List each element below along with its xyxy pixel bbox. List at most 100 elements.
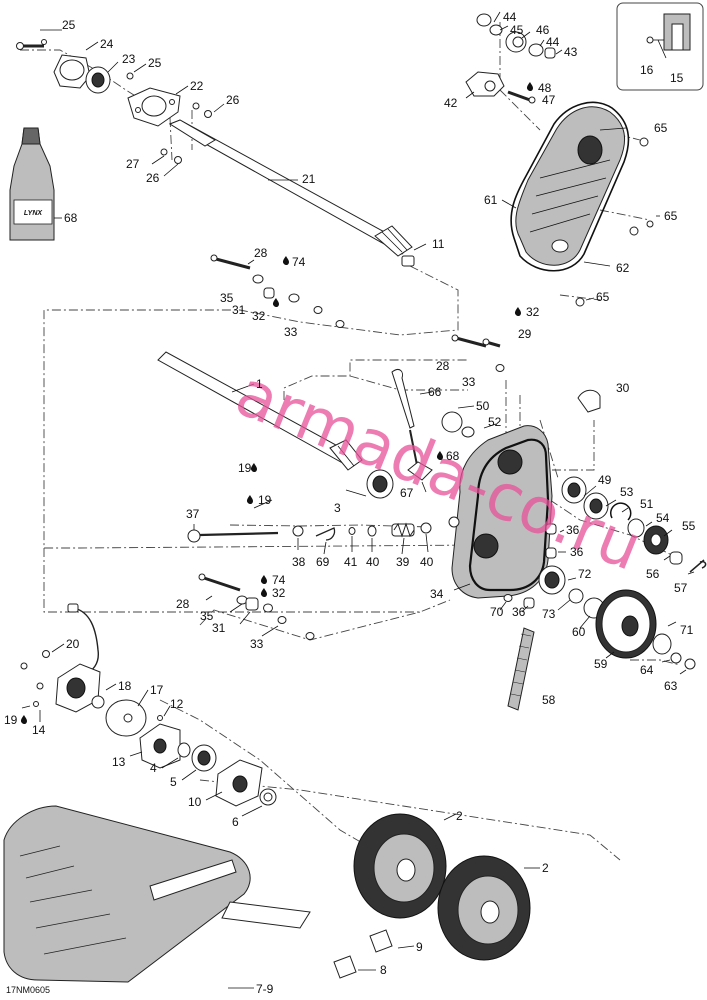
chain-58 [507,627,535,711]
plug-50 [441,411,475,438]
callout-2: 2 [542,861,549,875]
drop-icons [20,82,533,725]
inset-screw-16 [646,36,664,44]
callout-35: 35 [220,291,234,305]
callout-12: 12 [170,697,184,711]
shaft-1 [157,351,363,471]
drop-icon [250,463,257,473]
callout-19: 19 [238,461,252,475]
plug-11 [401,255,415,267]
assembly-line-d [349,375,468,391]
washer-64 [670,652,682,664]
drop-icon [282,256,289,266]
callout-37: 37 [186,507,200,521]
chaincase-52 [448,425,553,599]
seal-18 [91,695,105,709]
callout-labels: 25 24 23 25 22 26 27 26 21 68 11 28 74 3… [4,10,696,996]
callout-65: 65 [654,121,668,135]
callout-60: 60 [572,625,586,639]
callout-23: 23 [122,52,136,66]
assembly-line-g [199,609,421,641]
assembly-line-n [549,499,673,556]
callout-67: 67 [400,486,414,500]
bearing-3 [366,469,394,499]
assembly-line-a [43,265,481,549]
nut-31a [263,287,275,299]
callout-40: 40 [420,555,434,569]
pin-69 [315,527,336,541]
sprocket-55 [643,525,669,555]
callout-7-9: 7-9 [256,982,274,996]
spacer-54 [627,518,645,538]
nut-26a [192,102,212,118]
callout-31: 31 [212,621,226,635]
screw-12 [157,715,163,721]
sprocket-2b [437,855,531,961]
callout-36: 36 [566,523,580,537]
callout-69: 69 [316,555,330,569]
figure-code: 17NM0605 [6,985,50,995]
gasket-61 [510,101,630,272]
callout-70: 70 [490,605,504,619]
screw-47 [507,90,536,104]
callout-72: 72 [578,567,592,581]
bolt-65a [639,137,649,147]
bolt-65b [629,220,654,236]
callout-25: 25 [148,56,162,70]
drop-icon [260,588,267,598]
assembly-line-i [159,699,461,901]
callout-73: 73 [542,607,556,621]
screw-25b [126,72,134,80]
callout-56: 56 [646,567,660,581]
pin-57 [689,559,707,573]
drop-icon [514,307,521,317]
chaincase-cover-62 [510,101,630,272]
callout-65: 65 [664,209,678,223]
driveshaft-21 [168,119,413,257]
drop-icon [20,715,27,725]
screw-28c [198,573,241,592]
callout-74: 74 [292,255,306,269]
washer-44b [528,43,544,57]
callout-4: 4 [150,761,157,775]
spacer-73 [568,588,584,604]
callout-35: 35 [200,609,214,623]
callout-46: 46 [536,23,550,37]
callout-39: 39 [396,555,410,569]
callout-10: 10 [188,795,202,809]
disc-17 [105,699,147,737]
callout-32: 32 [252,309,266,323]
callout-42: 42 [444,96,458,110]
callout-28: 28 [436,359,450,373]
callout-36: 36 [512,605,526,619]
callout-44: 44 [546,35,560,49]
callout-29: 29 [518,327,532,341]
callout-48: 48 [538,81,552,95]
assembly-line-l [499,22,541,131]
callout-1: 1 [256,377,263,391]
gear-59 [595,589,657,659]
callout-45: 45 [510,23,524,37]
bracket-67 [407,461,433,481]
callout-71: 71 [680,623,694,637]
callout-15: 15 [670,71,684,85]
washer-40b [420,522,432,534]
spring-39 [391,522,415,538]
nut-56 [669,551,683,565]
callout-20: 20 [66,637,80,651]
callout-41: 41 [344,555,358,569]
assembly-line-b [43,548,451,613]
drop-icon [246,495,253,505]
callout-32: 32 [526,305,540,319]
callout-66: 66 [428,385,442,399]
oil-bottle-68: LYNX [9,127,55,241]
callout-19: 19 [4,713,18,727]
bearing-49 [561,476,587,504]
washer-38 [292,525,304,537]
inset-frame [616,2,704,91]
tensioner-42 [465,71,505,97]
plug-70 [503,594,513,602]
bearing-53 [583,492,609,520]
